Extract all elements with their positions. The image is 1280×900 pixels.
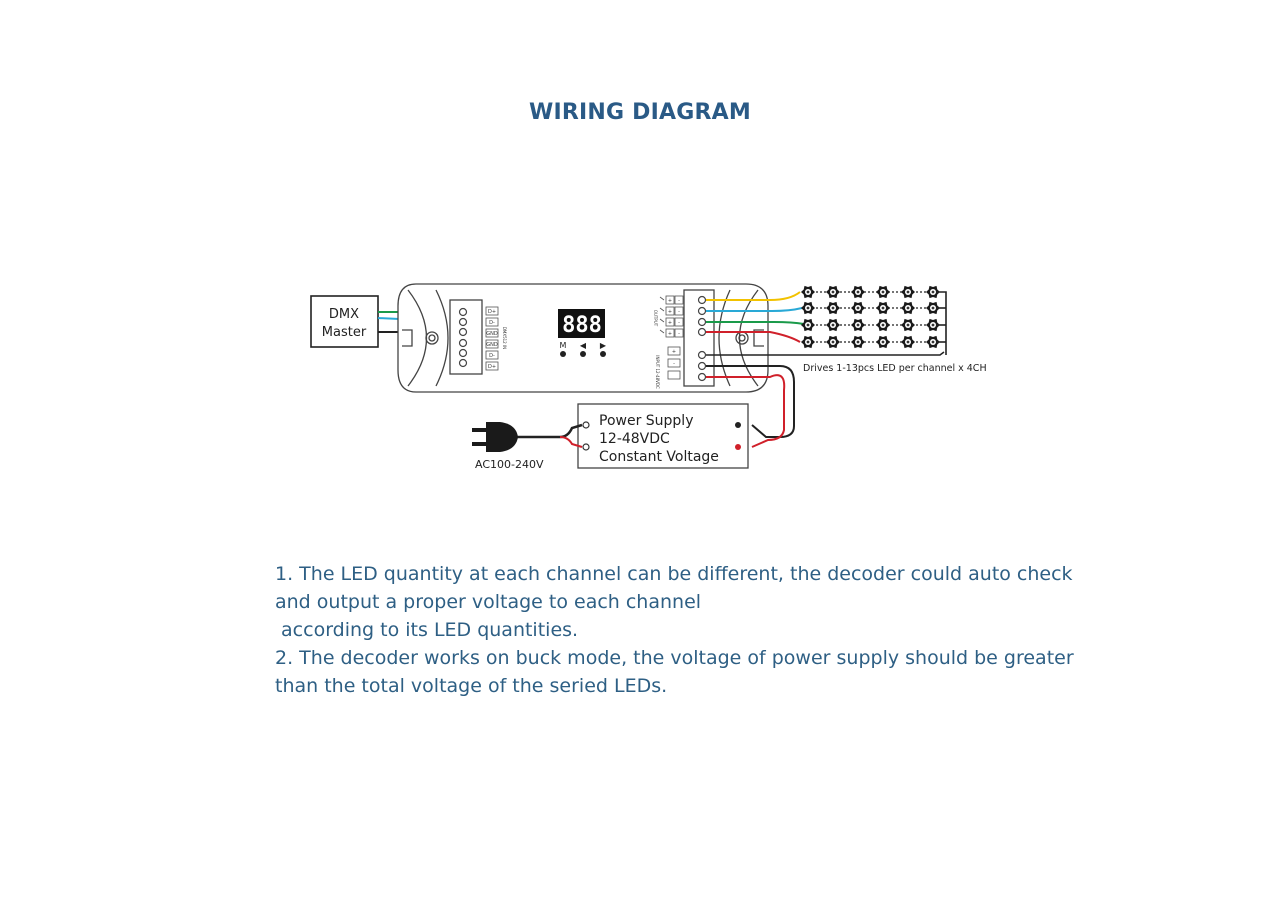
output-wires (706, 291, 945, 356)
led-icon (901, 335, 915, 349)
led-icon (801, 285, 815, 299)
input-term-4: GND (486, 342, 498, 348)
input-terminal-holes (458, 307, 468, 368)
button-label-m: M (560, 341, 567, 350)
led-icon (901, 301, 915, 315)
power-supply-line-1: Power Supply (599, 413, 694, 429)
control-buttons: M ◀ ▶ (560, 341, 607, 357)
button-label-right: ▶ (600, 341, 607, 350)
led-common-bus (936, 291, 947, 355)
led-icon (851, 285, 865, 299)
input-term-6: D+ (488, 364, 496, 370)
note-line-5: than the total voltage of the seried LED… (275, 675, 668, 697)
power-supply-box: Power Supply 12-48VDC Constant Voltage (577, 403, 749, 469)
led-icon (926, 285, 940, 299)
led-icon (876, 285, 890, 299)
led-icon (851, 318, 865, 332)
led-icon (851, 335, 865, 349)
led-icon (801, 335, 815, 349)
led-icon (851, 301, 865, 315)
note-line-1: 1. The LED quantity at each channel can … (275, 563, 1073, 585)
button-left (580, 351, 586, 357)
dmx-master-label-2: Master (322, 325, 367, 340)
power-side-label: INPUT 12-48VDC (655, 355, 660, 389)
button-label-left: ◀ (580, 341, 587, 350)
note-line-4: 2. The decoder works on buck mode, the v… (275, 647, 1074, 669)
segment-display: 888 (558, 309, 605, 338)
led-icon (901, 285, 915, 299)
output-term-2: - (678, 298, 680, 304)
led-icon (926, 318, 940, 332)
power-wires (706, 365, 795, 448)
output-term-3: + (668, 309, 672, 315)
output-term-4: - (678, 309, 680, 315)
output-terminal-labels: + - + - + - + - + - OUTPUT INPUT 12-48VD… (653, 295, 684, 389)
dmx-master-box: DMX Master (310, 295, 379, 348)
output-term-8: - (678, 331, 680, 337)
ac-label: AC100-240V (475, 458, 544, 471)
output-term-5: + (668, 320, 672, 326)
output-term-6: - (678, 320, 680, 326)
page-title: WIRING DIAGRAM (529, 100, 751, 125)
output-side-label: OUTPUT (653, 310, 658, 327)
input-term-5: D- (489, 353, 495, 359)
input-term-1: D+ (488, 309, 496, 315)
led-icon (826, 285, 840, 299)
display-digits: 888 (562, 313, 602, 338)
led-array (801, 285, 940, 349)
power-term-minus: - (673, 361, 675, 367)
dmx-master-label-1: DMX (329, 307, 359, 322)
led-icon (876, 335, 890, 349)
led-icon (826, 335, 840, 349)
led-icon (926, 335, 940, 349)
led-icon (876, 301, 890, 315)
led-icon (801, 318, 815, 332)
led-icon (801, 301, 815, 315)
power-term-plus: + (672, 349, 676, 355)
output-terminal-holes (697, 295, 707, 382)
note-line-3: according to its LED quantities. (275, 619, 579, 641)
notes: 1. The LED quantity at each channel can … (275, 560, 1074, 700)
led-icon (926, 301, 940, 315)
led-icon (876, 318, 890, 332)
input-side-label: DMX512 IN (502, 327, 507, 349)
led-icon (826, 301, 840, 315)
input-term-3: GND (486, 331, 498, 337)
power-supply-line-3: Constant Voltage (599, 449, 719, 465)
output-term-7: + (668, 331, 672, 337)
input-term-2: D- (489, 320, 495, 326)
led-icon (901, 318, 915, 332)
input-terminal-labels: D+ D- GND GND D- D+ DMX512 IN (485, 306, 507, 371)
led-icon (826, 318, 840, 332)
button-m (560, 351, 566, 357)
note-line-2: and output a proper voltage to each chan… (275, 591, 702, 613)
output-term-1: + (668, 298, 672, 304)
power-supply-line-2: 12-48VDC (599, 431, 670, 447)
led-caption: Drives 1-13pcs LED per channel x 4CH (803, 363, 987, 374)
button-right (600, 351, 606, 357)
ac-plug (472, 422, 583, 452)
